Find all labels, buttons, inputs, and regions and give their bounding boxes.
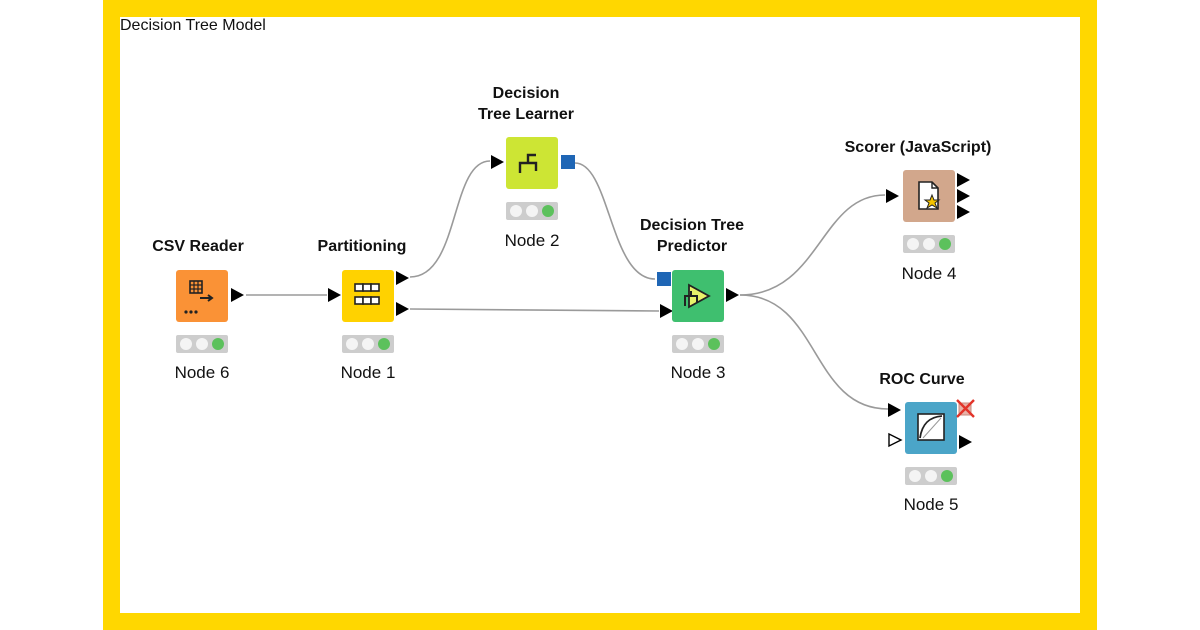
connection-partitioning-predictor[interactable] (409, 308, 660, 312)
input-port-icon[interactable] (885, 188, 901, 204)
annotation-frame: Decision Tree Model CSV Reader (103, 0, 1097, 630)
table-arrow-icon (184, 280, 214, 314)
node-title-csv-reader: CSV Reader (152, 238, 244, 255)
status-traffic-light (342, 335, 394, 353)
status-traffic-light (672, 335, 724, 353)
output-port-icon[interactable] (958, 434, 974, 450)
node-title-partitioning: Partitioning (317, 238, 407, 255)
node-learner[interactable] (506, 137, 558, 189)
node-label-partitioning[interactable]: Node 1 (340, 363, 396, 382)
status-traffic-light (903, 235, 955, 253)
predictor-arrow-icon (684, 283, 711, 309)
node-label-predictor[interactable]: Node 3 (670, 363, 726, 382)
output-port-icon[interactable] (395, 301, 411, 317)
output-port-icon[interactable] (725, 287, 741, 303)
status-traffic-light (905, 467, 957, 485)
node-title-predictor: Decision Tree Predictor (639, 217, 745, 255)
input-port-icon[interactable] (659, 303, 675, 319)
input-port-icon[interactable] (490, 154, 506, 170)
partition-grid-icon (354, 283, 380, 305)
node-predictor[interactable] (672, 270, 724, 322)
node-label-roc[interactable]: Node 5 (903, 495, 959, 514)
input-port-icon[interactable] (327, 287, 343, 303)
node-partitioning[interactable] (342, 270, 394, 322)
connections-layer (246, 160, 889, 410)
connection-partitioning-learner[interactable] (409, 160, 491, 278)
node-title-scorer: Scorer (JavaScript) (844, 139, 992, 156)
output-port-icon[interactable] (956, 172, 972, 188)
connection-predictor-scorer[interactable] (739, 194, 886, 296)
connection-predictor-roc[interactable] (739, 294, 889, 410)
output-port-icon[interactable] (956, 204, 972, 220)
output-port-icon[interactable] (395, 270, 411, 286)
model-output-port-icon[interactable] (561, 155, 575, 169)
optional-input-port-icon[interactable] (887, 432, 903, 448)
connection-learner-predictor[interactable] (574, 162, 656, 280)
output-port-icon[interactable] (956, 188, 972, 204)
model-input-port-icon[interactable] (657, 272, 671, 286)
annotation-title: Decision Tree Model (120, 17, 266, 34)
node-title-learner: Decision Tree Learner (477, 85, 575, 123)
tree-branch-icon (518, 153, 538, 173)
node-roc[interactable] (905, 402, 957, 454)
document-star-icon (918, 181, 941, 210)
node-label-scorer[interactable]: Node 4 (901, 264, 957, 283)
image-port-disabled-icon[interactable] (956, 399, 976, 419)
workflow-canvas[interactable]: Decision Tree Model CSV Reader (120, 17, 1080, 613)
node-label-learner[interactable]: Node 2 (504, 231, 560, 250)
node-scorer[interactable] (903, 170, 955, 222)
roc-curve-icon (917, 413, 945, 441)
node-label-csv-reader[interactable]: Node 6 (174, 363, 230, 382)
output-port-icon[interactable] (230, 287, 246, 303)
input-port-icon[interactable] (887, 402, 903, 418)
node-csv-reader[interactable] (176, 270, 228, 322)
status-traffic-light (506, 202, 558, 220)
status-traffic-light (176, 335, 228, 353)
node-title-roc: ROC Curve (879, 371, 965, 388)
